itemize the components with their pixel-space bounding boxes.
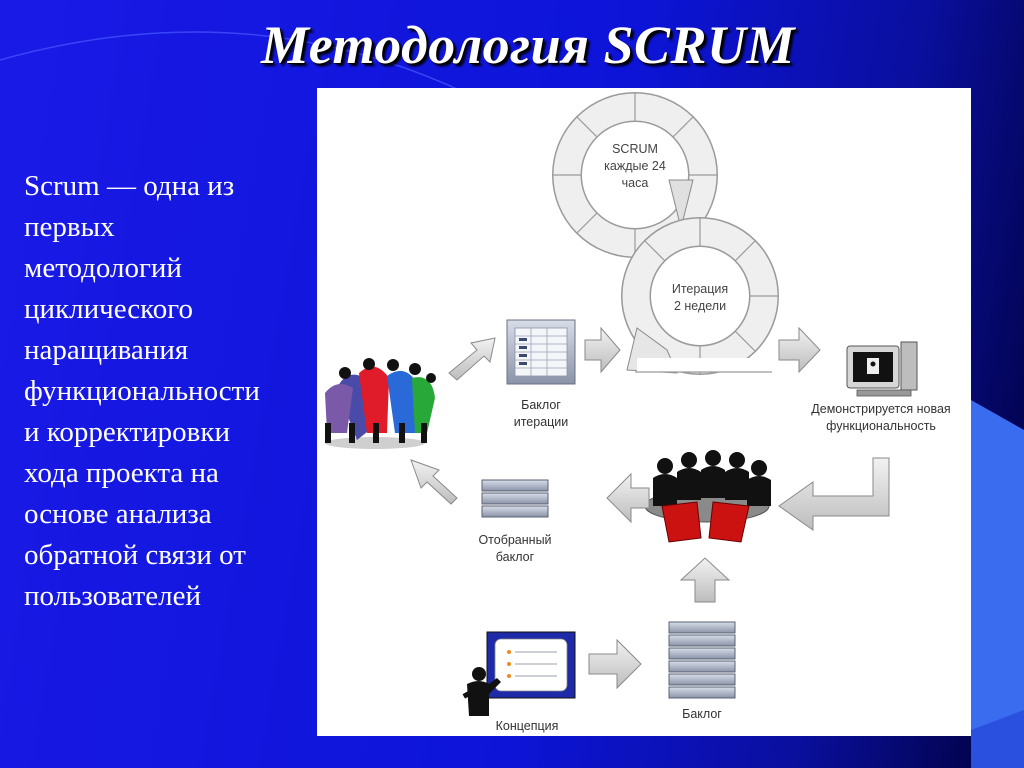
- selected-backlog-label: Отобранный баклог: [465, 532, 565, 566]
- body-line: и корректировки: [24, 416, 230, 448]
- slide-body-text: Scrum — одна из первых методологий цикли…: [24, 166, 314, 617]
- iteration-backlog-line: Баклог: [521, 398, 561, 412]
- iteration-backlog-line: итерации: [513, 415, 569, 429]
- selected-backlog-line: баклог: [495, 550, 535, 564]
- scrum-cycle-ring: [552, 92, 718, 258]
- body-line: пользователей: [24, 580, 201, 612]
- backlog-stack-icon: [668, 621, 736, 699]
- demo-line: функциональность: [826, 419, 936, 433]
- body-line: обратной связи от: [24, 539, 246, 571]
- right-decor-shapes: [971, 400, 1024, 768]
- body-line: функциональности: [24, 375, 260, 407]
- arrow-selected-to-team: [410, 459, 458, 505]
- computer-icon: [846, 341, 918, 397]
- scrum-cycle-label: SCRUM каждые 24 часа: [580, 141, 690, 192]
- arrow-team-to-backlog: [448, 337, 496, 381]
- slide-title: Методология SCRUM: [260, 15, 796, 75]
- body-line: хода проекта на: [24, 457, 219, 489]
- selected-backlog-line: Отобранный: [478, 533, 552, 547]
- selected-backlog-stack-icon: [481, 479, 549, 518]
- demo-label: Демонстрируется новая функциональность: [791, 401, 971, 435]
- body-line: первых: [24, 211, 115, 243]
- scrum-cycle-line: каждые 24: [604, 159, 666, 173]
- body-line: циклического: [24, 293, 193, 325]
- iteration-backlog-label: Баклог итерации: [491, 397, 591, 431]
- body-line: Scrum — одна из: [24, 170, 235, 202]
- meeting-table-icon: [644, 450, 771, 543]
- iteration-cycle-line: 2 недели: [673, 299, 727, 313]
- arrow-backlog-to-iteration: [584, 326, 621, 374]
- iteration-cycle-line: Итерация: [671, 282, 729, 296]
- arrow-meeting-to-selected: [606, 472, 650, 524]
- body-line: методологий: [24, 252, 182, 284]
- scrum-cycle-line: часа: [621, 176, 649, 190]
- scrum-cycle-line: SCRUM: [612, 142, 658, 156]
- scrum-diagram: SCRUM каждые 24 часа Итерация 2 недели Б…: [317, 88, 971, 736]
- arrow-backlog-to-meeting: [679, 557, 731, 603]
- body-line: основе анализа: [24, 498, 212, 530]
- backlog-label: Баклог: [682, 707, 722, 721]
- diagram-graphics: [325, 92, 918, 716]
- arrow-demo-to-meeting: [778, 457, 890, 531]
- arrow-iteration-to-demo: [778, 326, 821, 374]
- iteration-cycle-ring: [621, 217, 779, 375]
- arrow-concept-to-backlog: [588, 638, 642, 690]
- presenter-board-icon: [462, 631, 576, 716]
- body-line: наращивания: [24, 334, 189, 366]
- iteration-backlog-icon: [506, 319, 576, 385]
- iteration-cycle-label: Итерация 2 недели: [645, 281, 755, 315]
- concept-label: Концепция: [495, 719, 559, 733]
- demo-line: Демонстрируется новая: [811, 402, 951, 416]
- team-huddle-icon: [325, 358, 436, 449]
